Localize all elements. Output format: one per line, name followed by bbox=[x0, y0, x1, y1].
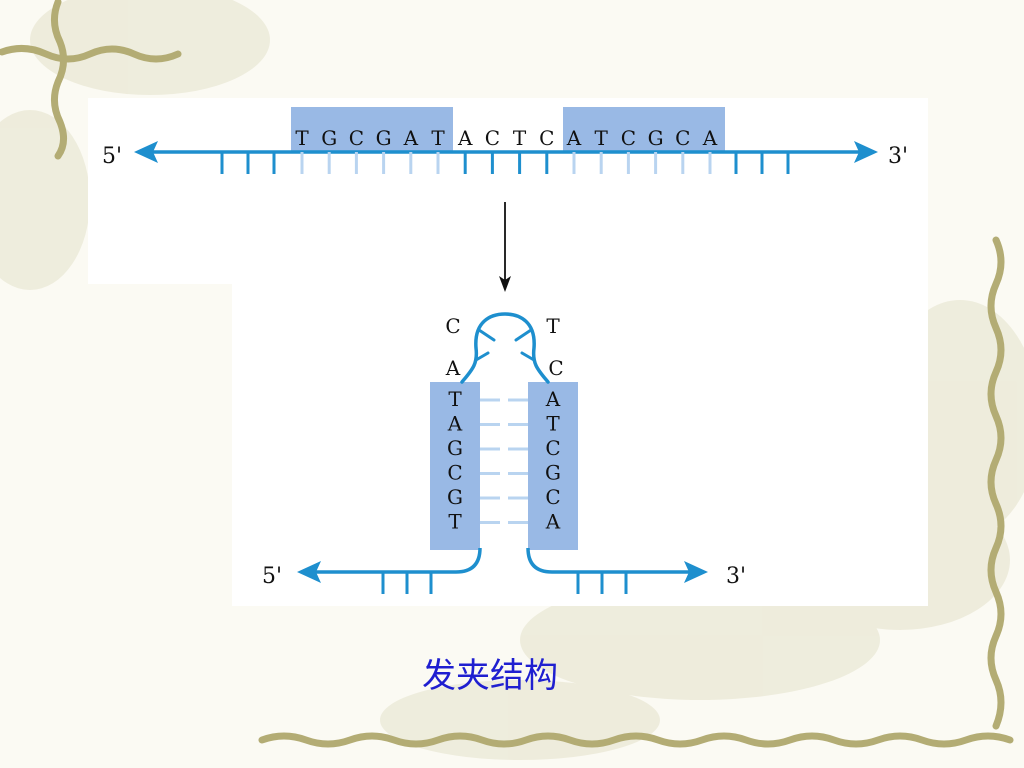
sequence-letter: T bbox=[595, 126, 609, 150]
stem-letter-left: G bbox=[447, 436, 463, 460]
transform-arrow bbox=[499, 202, 511, 292]
sequence-letter: G bbox=[321, 126, 337, 150]
right-stem-highlight bbox=[528, 382, 578, 550]
sequence-letter: T bbox=[513, 126, 527, 150]
right-tail-strand bbox=[526, 547, 694, 574]
loop-backbone bbox=[460, 312, 550, 384]
sequence-letter: A bbox=[457, 126, 473, 150]
stem-letter-left: C bbox=[447, 461, 462, 485]
stem-letter-right: A bbox=[545, 387, 561, 411]
sequence-letter: T bbox=[431, 126, 445, 150]
hairpin-right-arrowhead bbox=[684, 561, 708, 583]
sequence-letter: C bbox=[349, 126, 364, 150]
stem-letter-left: A bbox=[447, 412, 463, 436]
caption-hairpin-structure: 发夹结构 bbox=[422, 656, 558, 696]
sequence-letter: C bbox=[485, 126, 500, 150]
base-ticks bbox=[220, 152, 790, 174]
left-repeat-highlight bbox=[291, 107, 453, 151]
right-repeat-highlight bbox=[563, 107, 725, 151]
sequence-letter: G bbox=[376, 126, 392, 150]
five-prime-label: 5' bbox=[102, 144, 122, 169]
diagram-panel-bottom bbox=[232, 284, 928, 606]
stem-letter-right: T bbox=[546, 412, 560, 436]
sequence-letter: A bbox=[702, 126, 718, 150]
base-pair-bonds bbox=[480, 398, 528, 524]
stem-letter-left: T bbox=[448, 387, 462, 411]
loop-letter-top-right: T bbox=[546, 314, 560, 338]
stem-letter-right: G bbox=[545, 461, 561, 485]
stem-letter-right: A bbox=[545, 510, 561, 534]
hairpin-five-prime-label: 5' bbox=[262, 564, 282, 589]
sequence-letter: C bbox=[675, 126, 690, 150]
loop-letter-mid-right: C bbox=[548, 356, 563, 380]
left-tail-strand bbox=[312, 547, 482, 574]
right-arrowhead bbox=[854, 141, 878, 163]
sequence-letter: T bbox=[295, 126, 309, 150]
left-stem-highlight bbox=[430, 382, 480, 550]
sequence-letter: C bbox=[539, 126, 554, 150]
stem-letter-right: C bbox=[545, 436, 560, 460]
sequence-letter: A bbox=[403, 126, 419, 150]
stem-letter-left: T bbox=[448, 510, 462, 534]
stem-letter-right: C bbox=[545, 485, 560, 509]
diagram-panel-top bbox=[88, 98, 928, 284]
three-prime-label: 3' bbox=[888, 144, 908, 169]
sequence-letter: C bbox=[621, 126, 636, 150]
loop-letter-top-left: C bbox=[445, 314, 460, 338]
hairpin-left-arrowhead bbox=[297, 561, 321, 583]
left-arrowhead bbox=[134, 141, 158, 163]
loop-letter-mid-left: A bbox=[445, 356, 461, 380]
hairpin-three-prime-label: 3' bbox=[726, 564, 746, 589]
sequence-letter: G bbox=[648, 126, 664, 150]
sequence-letter: A bbox=[566, 126, 582, 150]
stem-letter-left: G bbox=[447, 485, 463, 509]
